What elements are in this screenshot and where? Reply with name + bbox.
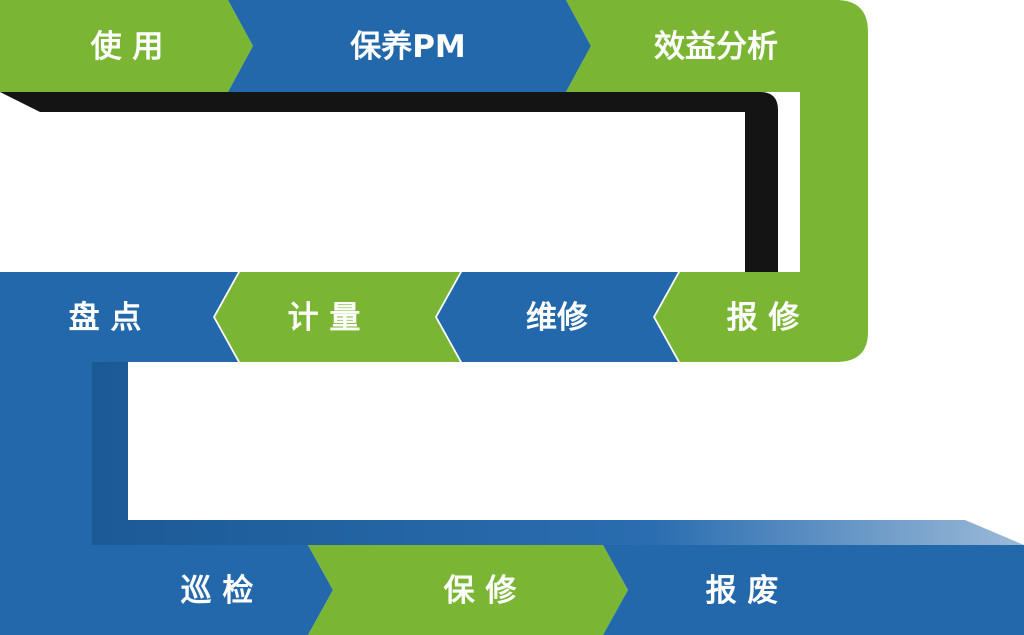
stage-2-0: 巡 检	[60, 545, 333, 635]
stage-0-1: 保养PM	[228, 0, 591, 92]
stage-label: 维修	[526, 300, 589, 336]
stage-chevron	[0, 272, 238, 362]
stage-chevron	[437, 272, 678, 362]
stage-1-2: 维修	[437, 272, 678, 362]
stage-2-1: 保 修	[308, 545, 628, 635]
stage-label: 保 修	[444, 573, 518, 609]
stage-label: 保养PM	[350, 29, 466, 65]
stage-chevron	[308, 545, 628, 635]
stage-chevron	[215, 272, 460, 362]
fold-shadows	[0, 92, 1024, 545]
stage-label: 巡 检	[181, 573, 254, 609]
stage-label: 效益分析	[654, 29, 778, 65]
stage-chevron	[0, 0, 253, 92]
stage-chevron	[228, 0, 591, 92]
stage-label: 报 废	[706, 573, 779, 609]
stage-label: 计 量	[288, 300, 361, 336]
stage-0-2: 效益分析	[566, 0, 840, 92]
stage-label: 使 用	[90, 29, 164, 65]
left-fold-shadow	[92, 362, 1024, 545]
stage-label: 盘 点	[69, 300, 142, 336]
stage-1-0: 盘 点	[0, 272, 238, 362]
stage-chevron	[603, 545, 1024, 635]
top-fold-shadow	[0, 92, 778, 272]
stage-2-2: 报 废	[603, 545, 1024, 635]
stage-label: 报 修	[727, 300, 801, 336]
stage-0-0: 使 用	[0, 0, 253, 92]
stage-1-3: 报 修	[655, 272, 840, 362]
stage-chevron	[655, 272, 840, 362]
stage-chevron	[566, 0, 840, 92]
stage-chevron	[60, 545, 333, 635]
left-turn	[0, 272, 92, 635]
stage-1-1: 计 量	[215, 272, 460, 362]
